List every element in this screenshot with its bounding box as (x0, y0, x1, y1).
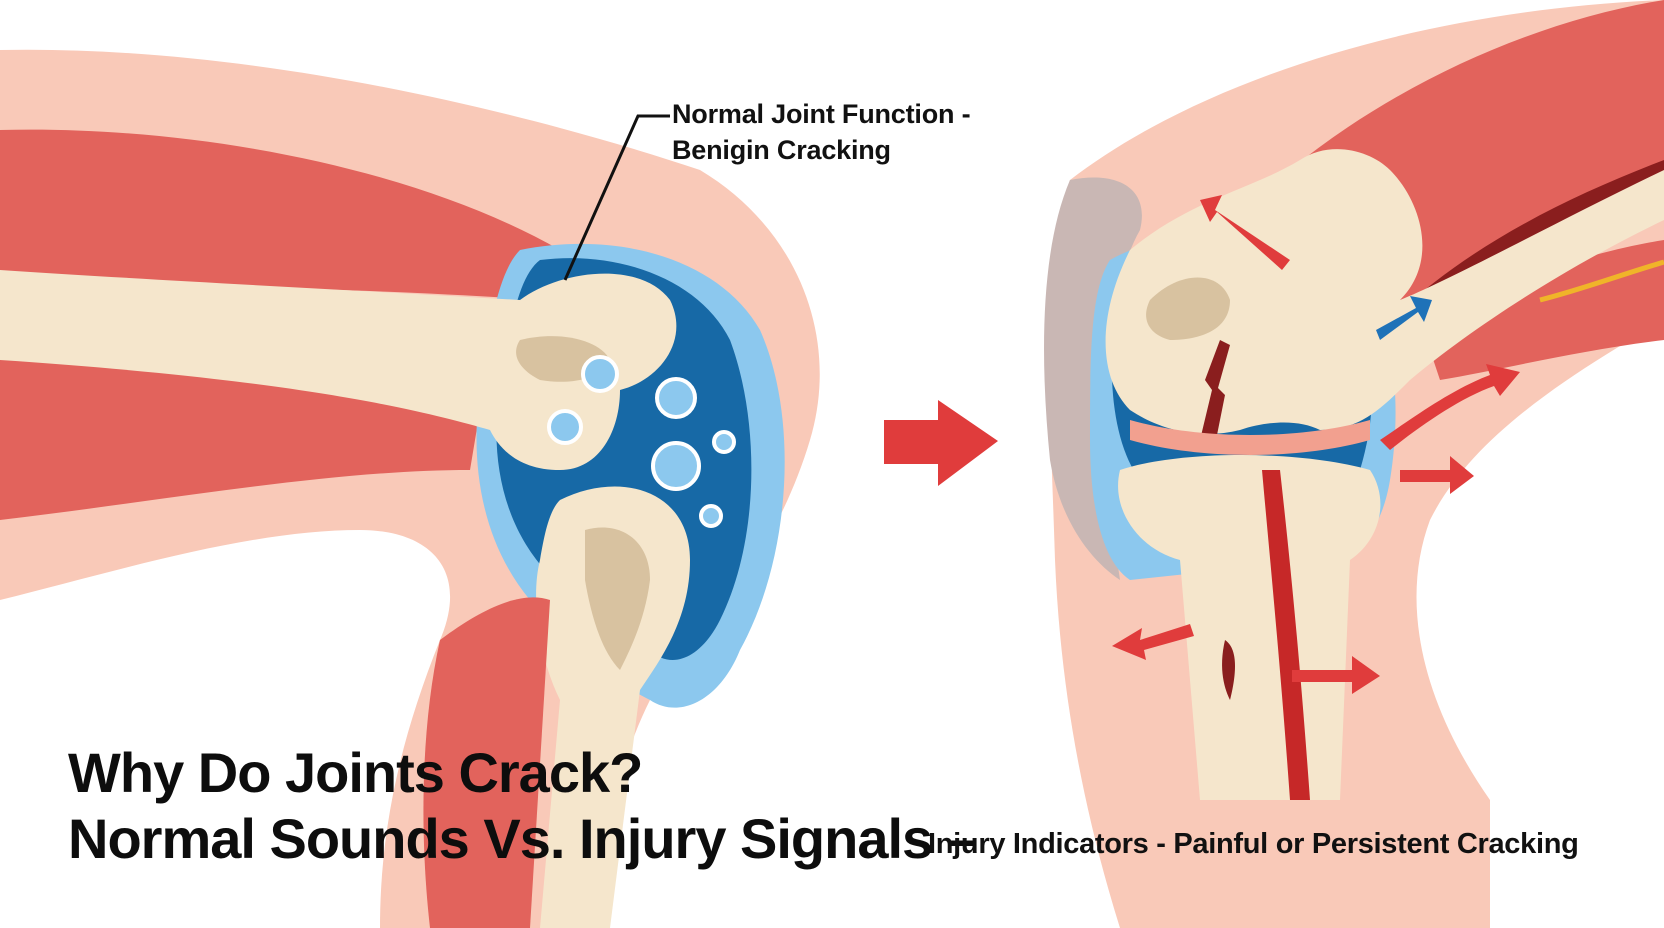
injured-tibia-bleed (1222, 640, 1235, 700)
healthy-tibia-shade (585, 527, 650, 670)
healthy-tibia (536, 486, 690, 928)
bubble (651, 441, 701, 491)
injured-blood-vessel (1262, 470, 1310, 800)
normal-callout-line-1: Normal Joint Function - (672, 99, 971, 129)
injured-tibia (1118, 455, 1381, 800)
pain-direction-arrows (1112, 195, 1520, 694)
injured-lower-right-muscle (1420, 240, 1664, 380)
normal-callout-line-2: Benigin Cracking (672, 135, 891, 165)
healthy-upper-muscle (0, 129, 560, 300)
bubble (547, 409, 583, 445)
injured-cartilage (1130, 420, 1370, 455)
healthy-knee-joint (0, 49, 820, 928)
normal-joint-callout: Normal Joint Function - Benigin Cracking (672, 96, 971, 168)
bubble (699, 504, 723, 528)
injury-indicators-callout: Injury Indicators - Painful or Persisten… (928, 828, 1579, 860)
red-arrow-icon (1112, 624, 1194, 660)
transition-arrow-icon (884, 400, 998, 486)
nerve-inflammation-streak (1539, 259, 1664, 303)
injured-femur (1105, 149, 1664, 434)
bubble (581, 355, 619, 393)
bubble (655, 377, 697, 419)
page-title: Why Do Joints Crack? Normal Sounds Vs. I… (68, 740, 978, 872)
red-arrow-icon (1292, 656, 1380, 694)
bubble (712, 430, 736, 454)
title-line-1: Why Do Joints Crack? (68, 741, 643, 804)
fracture-crack (1200, 340, 1230, 445)
synovial-gas-bubbles (547, 355, 736, 528)
healthy-femur (0, 270, 677, 470)
injured-knee-joint (1044, 0, 1664, 928)
injured-femur-shade (1146, 277, 1230, 340)
normal-callout-leader (563, 114, 670, 281)
healthy-calf-muscle (423, 597, 550, 928)
red-arrow-icon (1400, 456, 1474, 494)
blue-arrow-icon (1376, 296, 1432, 340)
red-arrow-icon (1380, 364, 1520, 450)
title-line-2: Normal Sounds Vs. Injury Signals – (68, 807, 978, 870)
red-arrow-icon (1200, 195, 1290, 270)
